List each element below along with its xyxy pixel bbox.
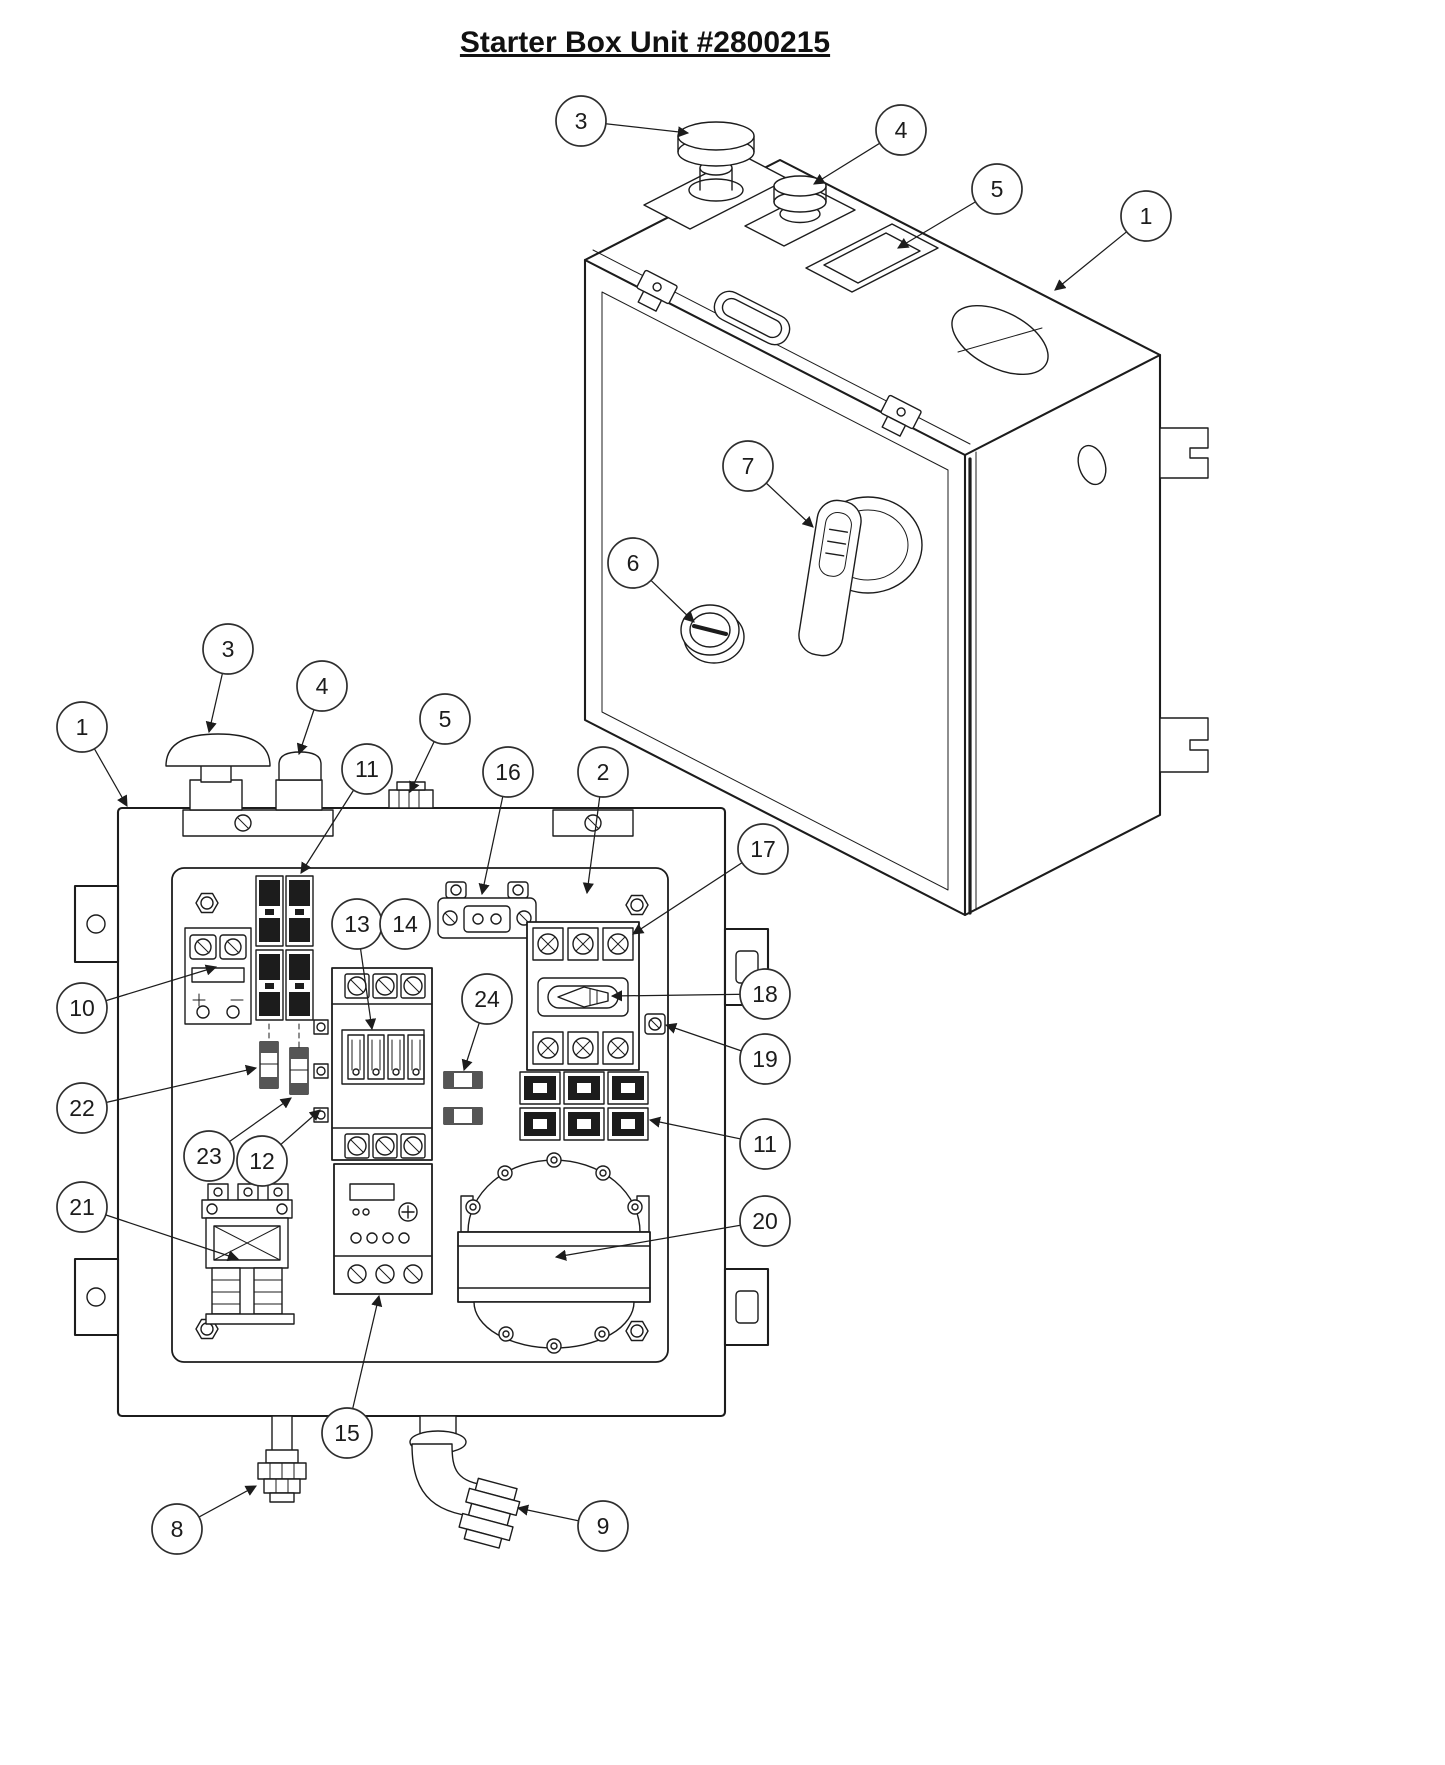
- callout-front-19: 19: [664, 1022, 791, 1085]
- svg-text:11: 11: [753, 1131, 777, 1157]
- svg-text:5: 5: [439, 706, 452, 732]
- svg-text:15: 15: [334, 1420, 360, 1446]
- callout-iso-6: 6: [607, 537, 695, 623]
- callout-iso-5: 5: [897, 163, 1023, 249]
- top-plate-left: [182, 809, 334, 837]
- callout-front-11-top: 11: [300, 743, 393, 874]
- callout-front-18: 18: [610, 968, 791, 1020]
- svg-text:10: 10: [69, 995, 95, 1021]
- svg-text:8: 8: [171, 1516, 184, 1542]
- callout-front-21: 21: [56, 1181, 240, 1262]
- control-fuses: [259, 1041, 309, 1095]
- callout-front-10: 10: [56, 964, 218, 1034]
- contactor: [331, 967, 433, 1161]
- estop-button-front: [165, 733, 271, 811]
- svg-text:3: 3: [222, 636, 235, 662]
- midget-fuses: [443, 1071, 483, 1125]
- conduit-hub: [388, 781, 434, 809]
- panel-bolt-bottom-right: [625, 1320, 649, 1342]
- push-button-front: [275, 751, 323, 811]
- mounting-tab-right-bottom: [723, 1267, 770, 1347]
- callout-front-3: 3: [202, 623, 254, 734]
- svg-text:7: 7: [742, 453, 755, 479]
- push-button-iso: [744, 175, 856, 247]
- mounting-tab-left-bottom: [73, 1257, 120, 1337]
- panel-bolt-top-left: [195, 892, 219, 914]
- reset-button-iso: [680, 604, 745, 664]
- svg-text:11: 11: [355, 756, 379, 782]
- mounting-bracket-bottom: [1159, 717, 1209, 773]
- cable-gland: [257, 1415, 307, 1503]
- callout-front-1: 1: [56, 701, 128, 807]
- multipole-connector: [437, 881, 537, 939]
- svg-text:3: 3: [575, 108, 588, 134]
- svg-text:1: 1: [1140, 203, 1153, 229]
- estop-button-iso: [643, 121, 789, 230]
- top-plate-right: [552, 809, 634, 837]
- svg-text:24: 24: [474, 986, 500, 1012]
- callout-iso-1: 1: [1054, 190, 1172, 291]
- lid-clamp-left: [636, 269, 678, 312]
- terminal-block: [184, 927, 252, 1025]
- mounting-tab-left-top: [73, 884, 120, 964]
- callout-front-9: 9: [516, 1500, 629, 1552]
- svg-text:9: 9: [597, 1513, 610, 1539]
- svg-text:23: 23: [196, 1143, 222, 1169]
- callout-front-2: 2: [577, 746, 629, 895]
- svg-text:4: 4: [316, 673, 329, 699]
- conduit-elbow: [409, 1415, 521, 1549]
- svg-text:20: 20: [752, 1208, 778, 1234]
- mounting-bracket-top: [1159, 427, 1209, 479]
- transformer: [457, 1152, 651, 1354]
- svg-text:13: 13: [344, 911, 370, 937]
- panel-bolt-top-right: [625, 894, 649, 916]
- callout-iso-4: 4: [813, 104, 927, 185]
- callout-front-15: 15: [321, 1294, 383, 1459]
- lid-clamp-right: [880, 394, 922, 437]
- fuse-holder-bank-top: [255, 875, 314, 1049]
- svg-text:22: 22: [69, 1095, 95, 1121]
- callout-front-20: 20: [554, 1195, 791, 1261]
- fuse-block: [519, 1071, 649, 1141]
- svg-text:21: 21: [69, 1194, 95, 1220]
- callout-iso-7: 7: [722, 440, 814, 528]
- callout-front-22: 22: [56, 1064, 258, 1134]
- callouts: 3 4 5 1 7: [56, 95, 1172, 1555]
- panel-screw: [644, 1013, 666, 1035]
- callout-front-4: 4: [296, 660, 348, 756]
- svg-text:16: 16: [495, 759, 521, 785]
- callout-front-11-bottom: 11: [648, 1116, 791, 1170]
- svg-text:4: 4: [895, 117, 908, 143]
- svg-text:6: 6: [627, 550, 640, 576]
- callout-front-14: 14: [379, 898, 431, 950]
- callout-iso-3: 3: [555, 95, 690, 147]
- svg-text:1: 1: [76, 714, 89, 740]
- top-knockout-hole: [951, 304, 1049, 376]
- callout-front-16: 16: [478, 746, 534, 896]
- breaker-handle: [557, 986, 609, 1008]
- callout-front-13: 13: [331, 898, 383, 1031]
- svg-text:14: 14: [392, 911, 418, 937]
- svg-text:5: 5: [991, 176, 1004, 202]
- callout-front-8: 8: [151, 1485, 257, 1555]
- disconnect-handle: [798, 496, 923, 657]
- side-knockout-hole: [1077, 444, 1107, 486]
- page-title: Starter Box Unit #2800215: [459, 26, 831, 59]
- svg-text:19: 19: [752, 1046, 778, 1072]
- svg-text:12: 12: [249, 1148, 275, 1174]
- svg-text:2: 2: [597, 759, 610, 785]
- callout-front-17: 17: [632, 823, 789, 935]
- svg-text:18: 18: [752, 981, 778, 1007]
- control-relay: [201, 1183, 295, 1325]
- lid-latch: [713, 290, 791, 346]
- callout-front-23: 23: [183, 1097, 292, 1182]
- isometric-view: [583, 121, 1209, 917]
- svg-text:17: 17: [750, 836, 776, 862]
- callout-front-24: 24: [461, 973, 513, 1072]
- overload-relay: [333, 1163, 433, 1295]
- front-view: [73, 733, 770, 1549]
- callout-front-12: 12: [236, 1109, 321, 1187]
- callout-front-5: 5: [409, 693, 471, 794]
